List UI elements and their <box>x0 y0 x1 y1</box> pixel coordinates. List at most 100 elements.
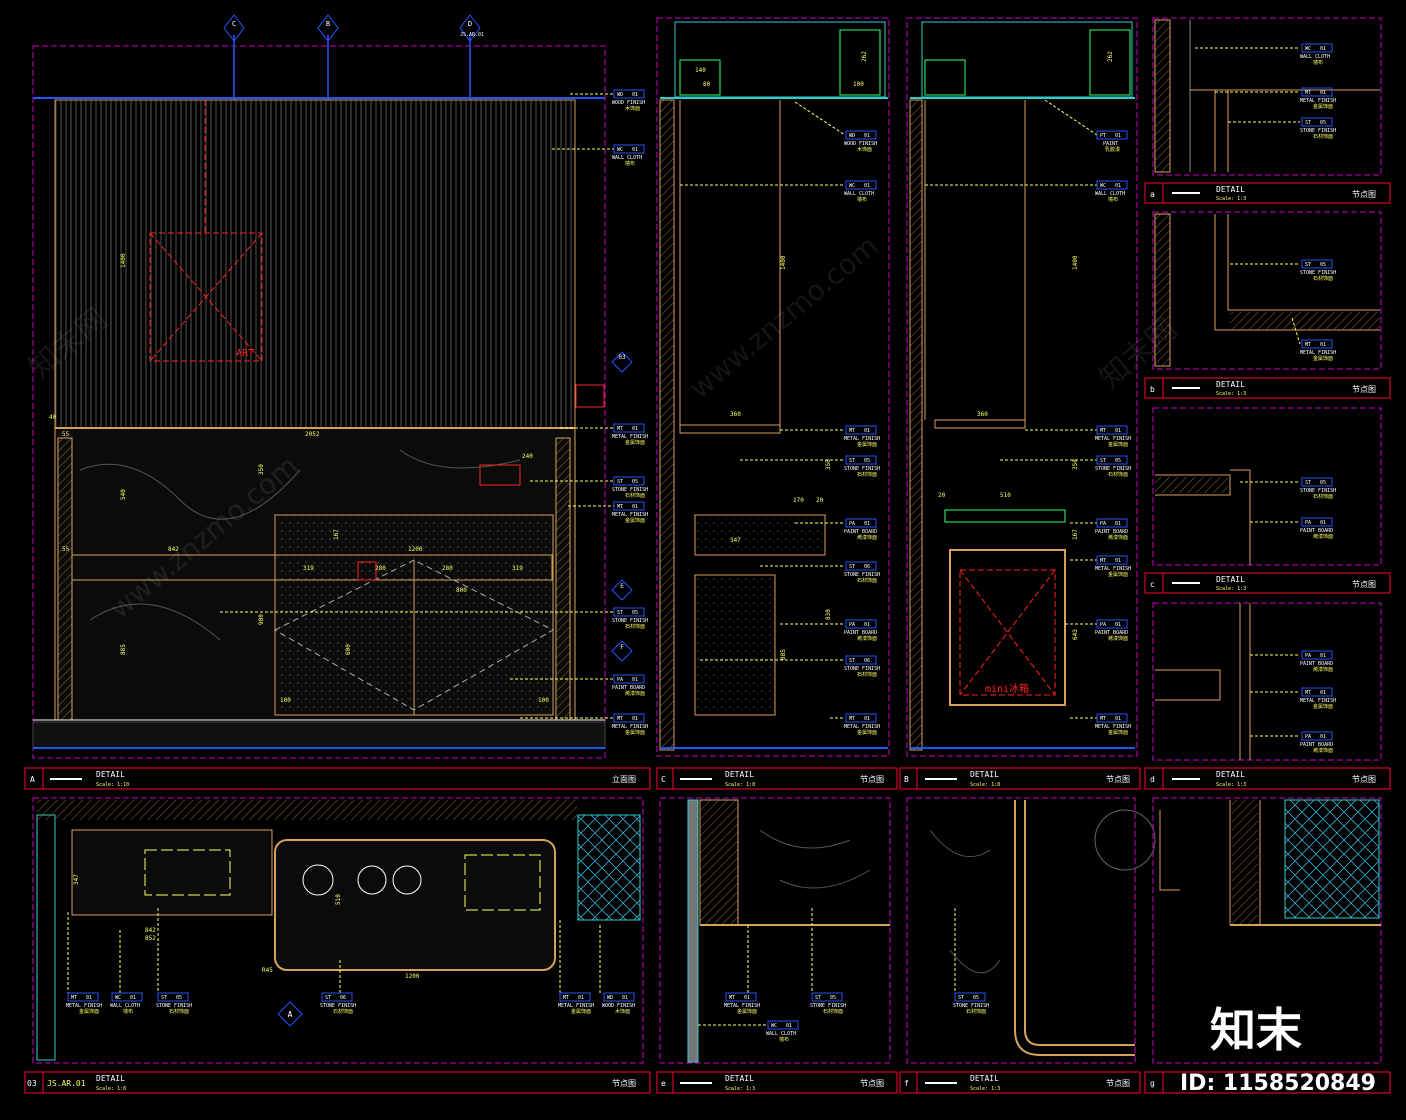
titlebar-03: 03 JS.AR.01 DETAIL Scale: 1:8 节点图 <box>24 1071 651 1094</box>
tag-st05-cn: 石材饰面 <box>966 1008 986 1015</box>
tag-st05-cn: 石材饰面 <box>1313 493 1333 500</box>
tag-wc01-en: WALL CLOTH <box>612 155 642 161</box>
tag-mt01-cn: 金属饰面 <box>857 729 877 736</box>
tag-pa01-cn: 烤漆饰面 <box>625 690 645 697</box>
titlebar-03-scale: Scale: 1:8 <box>96 1086 126 1092</box>
tag-st06-num: 06 <box>864 564 870 570</box>
titlebar-e-title: DETAIL <box>725 1074 754 1083</box>
tag-st05-code: ST <box>849 458 855 464</box>
tag-mt01-en: METAL FINISH <box>844 436 880 442</box>
tag-st05-en: STONE FINISH <box>1300 128 1336 134</box>
tag-pa01-num: 01 <box>1115 521 1121 527</box>
tag-pa01-num: 01 <box>632 677 638 683</box>
dim-03-852: 852 <box>145 935 156 942</box>
tag-mt01-en: METAL FINISH <box>1095 436 1131 442</box>
dim-b-262: 262 <box>1107 51 1114 62</box>
titlebar-small-b-scale: Scale: 1:3 <box>1216 391 1246 397</box>
tag-mt01-code: MT <box>617 716 623 722</box>
tag-pa01-en: PAINT BOARD <box>1095 630 1128 636</box>
tag-st05-en: STONE FINISH <box>612 487 648 493</box>
tag-st05-cn: 石材饰面 <box>1108 471 1128 478</box>
tag-pa01-code: PA <box>1100 622 1106 628</box>
dim-03-radius: R45 <box>262 967 273 974</box>
dim-100a: 100 <box>280 697 291 704</box>
side-marker-e-label: E <box>620 583 624 590</box>
titlebar-c-title: DETAIL <box>725 770 754 779</box>
dim-280a: 280 <box>375 565 386 572</box>
titlebar-small-b-letter: b <box>1150 385 1155 394</box>
tag-wd01-code: WD <box>617 92 623 98</box>
tag-pa01-en: PAINT BOARD <box>844 529 877 535</box>
titlebar-b: B DETAIL Scale: 1:8 节点图 <box>899 767 1141 790</box>
tag-pa01-en: PAINT BOARD <box>612 685 645 691</box>
titlebar-c-letter: C <box>661 775 666 784</box>
dim-b-1400: 1400 <box>1072 255 1079 270</box>
tag-st05-num: 05 <box>864 458 870 464</box>
mini-fridge <box>949 549 1066 706</box>
tag-wc01-code: WC <box>1100 183 1106 189</box>
titlebar-g: g <box>1144 1071 1391 1094</box>
titlebar-small-a-type: 节点图 <box>1352 190 1376 199</box>
tag-pa01-code: PA <box>1305 653 1311 659</box>
tag-st05-num: 05 <box>1115 458 1121 464</box>
titlebar-f-scale: Scale: 1:3 <box>970 1086 1000 1092</box>
titlebar-f: f DETAIL Scale: 1:3 节点图 <box>899 1071 1141 1094</box>
tag-pa01-code: PA <box>849 622 855 628</box>
dim-b-20: 20 <box>938 492 946 499</box>
tag-mt01-cn: 金属饰面 <box>1108 571 1128 578</box>
tag-st05-cn: 石材饰面 <box>857 471 877 478</box>
dim-c-347: 347 <box>730 537 741 544</box>
section-marker-b-label: B <box>326 20 330 28</box>
section-marker-sheet-ref: JS.AR.01 <box>460 32 484 38</box>
titlebar-b-letter: B <box>904 775 909 784</box>
tag-mt01-code: MT <box>1305 90 1311 96</box>
section-marker-c-icon: C <box>223 14 245 100</box>
tag-pt01-cn: 乳胶漆 <box>1105 146 1120 153</box>
tag-mt01-cn: 金属饰面 <box>625 439 645 446</box>
dim-b-510: 510 <box>1000 492 1011 499</box>
titlebar-03-ref: JS.AR.01 <box>47 1079 86 1088</box>
tag-pa01-en: PAINT BOARD <box>1300 742 1333 748</box>
dimensions-c: 360 1400 347 170 20 140 262 80 100 350 8… <box>695 51 868 660</box>
titlebar-a: A DETAIL Scale: 1:10 立面图 <box>24 767 651 790</box>
dim-c-80: 80 <box>703 81 711 88</box>
dim-885: 885 <box>120 644 127 655</box>
dim-c-1400: 1400 <box>780 255 787 270</box>
tag-wc01-code: WC <box>1305 46 1311 52</box>
tag-wc01-en: WALL CLOTH <box>766 1031 796 1037</box>
tag-mt01-en: METAL FINISH <box>612 512 648 518</box>
titlebar-small-d-title: DETAIL <box>1216 770 1245 779</box>
tag-mt01-en: METAL FINISH <box>724 1003 760 1009</box>
tag-st05-num: 05 <box>830 995 836 1001</box>
tag-wc01-num: 01 <box>1115 183 1121 189</box>
tag-wd01-en: WOOD FINISH <box>612 100 645 106</box>
side-marker-03-label: 03 <box>618 354 626 361</box>
tag-pa01-code: PA <box>1305 734 1311 740</box>
tag-st05-en: STONE FINISH <box>1095 466 1131 472</box>
titlebar-small-d-letter: d <box>1150 775 1155 784</box>
dim-c-350: 350 <box>825 459 832 470</box>
tag-mt01-en: METAL FINISH <box>612 434 648 440</box>
tag-mt01-code: MT <box>1100 558 1106 564</box>
panel-a-elevation: C B D JS.AR.01 ART <box>32 14 648 759</box>
dim-100b: 100 <box>538 697 549 704</box>
outlet-icon <box>479 464 521 486</box>
tag-st06-en: STONE FINISH <box>844 572 880 578</box>
